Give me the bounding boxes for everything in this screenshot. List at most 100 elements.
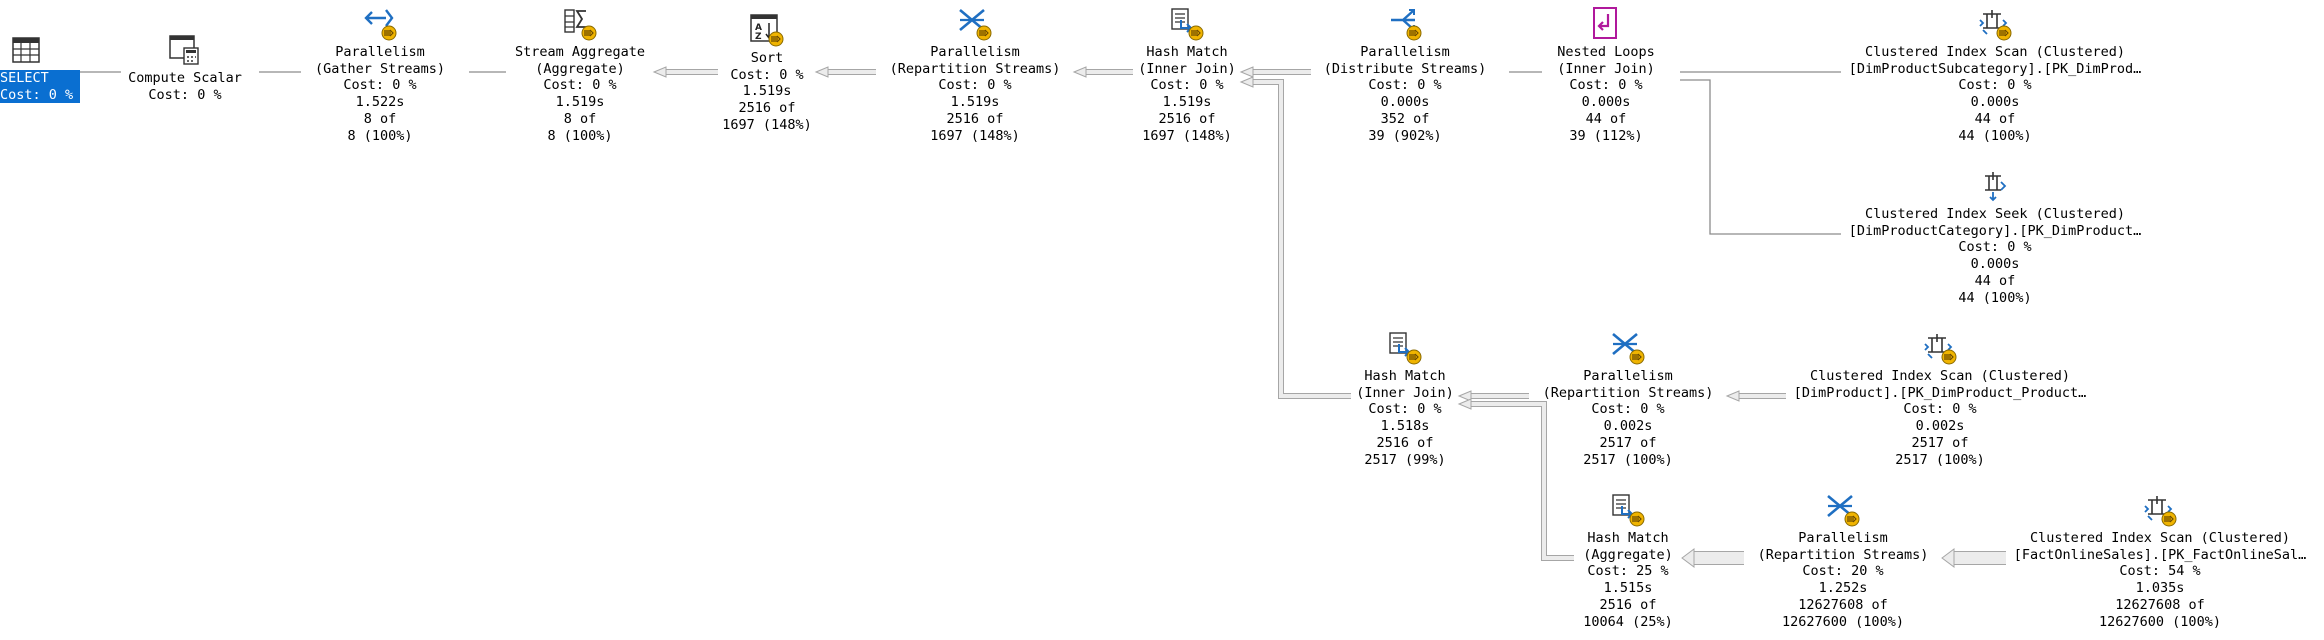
select-icon bbox=[8, 32, 44, 68]
node-operator-label: Clustered Index Scan (Clustered) bbox=[1809, 368, 2071, 384]
node-stat-label: 2517 (99%) bbox=[1364, 451, 1446, 468]
node-stat-label: [DimProductCategory].[PK_DimProduct… bbox=[1848, 222, 2142, 239]
plan-node-ci-scan-subcategory[interactable]: Clustered Index Scan (Clustered)[DimProd… bbox=[1845, 6, 2145, 144]
node-operator-label: Nested Loops bbox=[1557, 44, 1655, 60]
plan-node-ci-scan-product[interactable]: Clustered Index Scan (Clustered)[DimProd… bbox=[1790, 330, 2090, 468]
node-stat-label: [DimProduct].[PK_DimProduct_Product… bbox=[1793, 384, 2087, 401]
node-stat-label: 0.000s bbox=[1380, 94, 1430, 111]
node-stat-label: 2516 of bbox=[946, 110, 1004, 127]
compute-scalar-icon bbox=[167, 32, 203, 68]
node-operator-label: Compute Scalar bbox=[128, 70, 242, 86]
parallelism-repartition-icon bbox=[1825, 492, 1861, 528]
node-operator-label: Parallelism bbox=[1798, 530, 1888, 546]
node-stat-label: 2516 of bbox=[1376, 434, 1434, 451]
node-stat-label: Cost: 0 % bbox=[1569, 77, 1643, 94]
parallelism-gather-icon bbox=[362, 6, 398, 42]
connector-hash-match-1-to-repartition-1 bbox=[1072, 66, 1133, 78]
node-stat-label: Cost: 0 % bbox=[1591, 401, 1665, 418]
node-stat-label: 8 (100%) bbox=[347, 127, 413, 144]
node-stat-label: Cost: 25 % bbox=[1587, 563, 1669, 580]
node-operator-label: Parallelism bbox=[1360, 44, 1450, 60]
node-stat-label: 1.519s bbox=[742, 83, 792, 100]
node-stat-label: 12627600 (100%) bbox=[2099, 613, 2221, 630]
node-stat-label: 0.000s bbox=[1970, 256, 2020, 273]
node-stat-label: Cost: 0 % bbox=[1150, 77, 1224, 94]
node-operator-label: Parallelism bbox=[1583, 368, 1673, 384]
plan-node-stream-aggregate[interactable]: Stream Aggregate(Aggregate)Cost: 0 %1.51… bbox=[430, 6, 730, 144]
clustered-index-scan-icon bbox=[2142, 492, 2178, 528]
hash-match-icon bbox=[1169, 6, 1205, 42]
node-operator-label: Hash Match bbox=[1364, 368, 1446, 384]
node-operator-label: Hash Match bbox=[1146, 44, 1228, 60]
node-stat-label: (Inner Join) bbox=[1557, 60, 1655, 77]
plan-node-repartition-2[interactable]: Parallelism(Repartition Streams)Cost: 0 … bbox=[1478, 330, 1778, 468]
svg-text:Z: Z bbox=[755, 32, 762, 42]
node-stat-label: (Repartition Streams) bbox=[1542, 384, 1714, 401]
plan-node-ci-seek-category[interactable]: Clustered Index Seek (Clustered)[DimProd… bbox=[1845, 168, 2145, 306]
node-stat-label: Cost: 0 % bbox=[1368, 77, 1442, 94]
plan-node-distribute-streams[interactable]: Parallelism(Distribute Streams)Cost: 0 %… bbox=[1255, 6, 1555, 144]
node-stat-label: Cost: 0 % bbox=[0, 86, 80, 104]
node-stat-label: Cost: 54 % bbox=[2119, 563, 2201, 580]
node-stat-label: Cost: 20 % bbox=[1802, 563, 1884, 580]
node-stat-label: 10064 (25%) bbox=[1583, 613, 1673, 630]
node-stat-label: 2517 of bbox=[1911, 434, 1969, 451]
plan-node-ci-scan-sales[interactable]: Clustered Index Scan (Clustered)[FactOnl… bbox=[2010, 492, 2310, 630]
plan-node-repartition-1[interactable]: Parallelism(Repartition Streams)Cost: 0 … bbox=[825, 6, 1125, 144]
node-stat-label: (Inner Join) bbox=[1138, 60, 1236, 77]
plan-node-gather-streams[interactable]: Parallelism(Gather Streams)Cost: 0 %1.52… bbox=[230, 6, 530, 144]
connector-ci-seek-category-to-nested-loops bbox=[1680, 79, 1841, 235]
node-stat-label: Cost: 0 % bbox=[1903, 401, 1977, 418]
parallelism-repartition-icon bbox=[957, 6, 993, 42]
hash-match-icon bbox=[1387, 330, 1423, 366]
node-operator-label: Hash Match bbox=[1587, 530, 1669, 546]
node-stat-label: 39 (902%) bbox=[1368, 127, 1442, 144]
node-stat-label: 1.519s bbox=[555, 94, 605, 111]
node-stat-label: 44 (100%) bbox=[1958, 127, 2032, 144]
node-stat-label: 2517 (100%) bbox=[1583, 451, 1673, 468]
connector-hash-match-aggregate-to-hash-match-2 bbox=[1457, 398, 1574, 561]
node-stat-label: 44 (100%) bbox=[1958, 289, 2032, 306]
node-stat-label: 352 of bbox=[1380, 110, 1430, 127]
node-stat-label: Cost: 0 % bbox=[1958, 239, 2032, 256]
clustered-index-scan-icon bbox=[1977, 6, 2013, 42]
node-stat-label: 1.519s bbox=[950, 94, 1000, 111]
connector-hash-match-2-to-hash-match-1 bbox=[1239, 76, 1351, 399]
node-stat-label: 2517 of bbox=[1599, 434, 1657, 451]
node-operator-label: Parallelism bbox=[930, 44, 1020, 60]
node-stat-label: Cost: 0 % bbox=[730, 66, 804, 83]
node-stat-label: 8 of bbox=[363, 110, 397, 127]
plan-node-repartition-3[interactable]: Parallelism(Repartition Streams)Cost: 20… bbox=[1693, 492, 1993, 630]
node-stat-label: 1.035s bbox=[2135, 580, 2185, 597]
connector-distribute-streams-to-hash-match-1 bbox=[1239, 66, 1311, 78]
node-stat-label: 0.000s bbox=[1970, 94, 2020, 111]
node-stat-label: 44 of bbox=[1585, 110, 1627, 127]
connector-sort-to-stream-aggregate bbox=[652, 66, 718, 78]
connector-repartition-2-to-hash-match-2 bbox=[1457, 390, 1529, 402]
node-operator-label: Sort bbox=[750, 50, 784, 66]
node-stat-label: (Repartition Streams) bbox=[889, 60, 1061, 77]
node-stat-label: Cost: 0 % bbox=[938, 77, 1012, 94]
node-operator-label: Clustered Index Seek (Clustered) bbox=[1864, 206, 2126, 222]
node-stat-label: 1.515s bbox=[1603, 580, 1653, 597]
node-stat-label: (Aggregate) bbox=[1583, 546, 1673, 563]
node-stat-label: 12627600 (100%) bbox=[1782, 613, 1904, 630]
connector-ci-scan-product-to-repartition-2 bbox=[1725, 390, 1786, 402]
node-stat-label: [FactOnlineSales].[PK_FactOnlineSal… bbox=[2013, 546, 2307, 563]
node-stat-label: 2516 of bbox=[738, 100, 796, 117]
node-stat-label: 2516 of bbox=[1158, 110, 1216, 127]
node-stat-label: [DimProductSubcategory].[PK_DimProd… bbox=[1848, 60, 2142, 77]
connector-repartition-3-to-hash-match-aggregate bbox=[1681, 548, 1744, 568]
connector-repartition-1-to-sort bbox=[814, 66, 876, 78]
node-stat-label: 8 of bbox=[563, 110, 597, 127]
node-stat-label: (Repartition Streams) bbox=[1757, 546, 1929, 563]
